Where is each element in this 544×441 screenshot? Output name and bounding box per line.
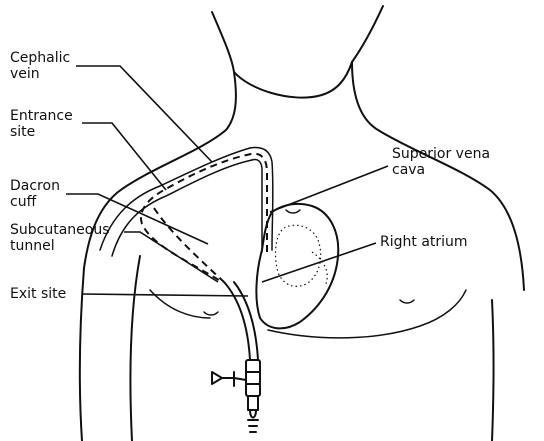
label-right-atrium-line1: Right atrium xyxy=(380,234,468,250)
label-entrance-site: Entrance site xyxy=(10,108,77,140)
heart xyxy=(256,204,338,328)
left-nipple xyxy=(204,312,218,315)
label-dacron-cuff-line2: cuff xyxy=(10,194,37,210)
catheter-tunnel xyxy=(154,208,224,282)
label-entrance-site-line2: site xyxy=(10,124,35,140)
label-subcutaneous-tunnel-line2: tunnel xyxy=(10,238,55,254)
catheter-external-a xyxy=(224,282,250,360)
left-neck-shoulder xyxy=(84,72,236,268)
heart-outline xyxy=(256,204,338,328)
catheter-cap xyxy=(248,396,258,432)
label-exit-site-line1: Exit site xyxy=(10,286,66,302)
leader-right-atrium xyxy=(262,243,376,282)
label-exit-site: Exit site xyxy=(10,286,66,302)
label-superior-vena-cava: Superior vena cava xyxy=(392,146,494,178)
svc-inner xyxy=(252,159,262,252)
catheter-clamp xyxy=(212,372,246,386)
sternum-mark xyxy=(286,210,300,213)
leader-exit-site xyxy=(82,294,248,296)
label-right-atrium: Right atrium xyxy=(380,234,468,250)
leader-subcutaneous-tunnel xyxy=(124,232,218,282)
veins xyxy=(100,148,273,256)
leader-cephalic-vein xyxy=(76,66,212,162)
leader-entrance-site xyxy=(82,123,166,190)
label-svc-line1: Superior vena xyxy=(392,146,490,162)
catheter xyxy=(141,154,267,432)
left-arm-inner xyxy=(130,256,140,441)
label-dacron-cuff: Dacron cuff xyxy=(10,178,64,210)
body-outline xyxy=(80,6,524,441)
label-subcutaneous-tunnel: Subcutaneous tunnel xyxy=(10,222,114,254)
right-arm-inner xyxy=(492,300,494,441)
leader-lines xyxy=(66,66,388,296)
catheter-connector xyxy=(246,360,260,396)
label-subcutaneous-tunnel-line1: Subcutaneous xyxy=(10,222,110,238)
ventricle-region xyxy=(312,252,327,284)
label-svc-line2: cava xyxy=(392,162,425,178)
jaw-outline xyxy=(234,62,352,98)
label-cephalic-vein-line1: Cephalic xyxy=(10,50,70,66)
cephalic-vein-outer xyxy=(100,148,250,250)
catheter-external-b xyxy=(234,282,258,360)
leader-superior-vena-cava xyxy=(270,166,388,212)
label-dacron-cuff-line1: Dacron xyxy=(10,178,60,194)
cephalic-vein-inner xyxy=(112,160,252,256)
head-outline xyxy=(212,6,383,72)
right-neck-shoulder xyxy=(352,62,524,290)
chest-contour xyxy=(268,290,466,338)
label-cephalic-vein-line2: vein xyxy=(10,66,40,82)
right-atrium-region xyxy=(276,225,321,286)
label-cephalic-vein: Cephalic vein xyxy=(10,50,75,82)
label-entrance-site-line1: Entrance xyxy=(10,108,73,124)
right-nipple xyxy=(400,300,414,303)
